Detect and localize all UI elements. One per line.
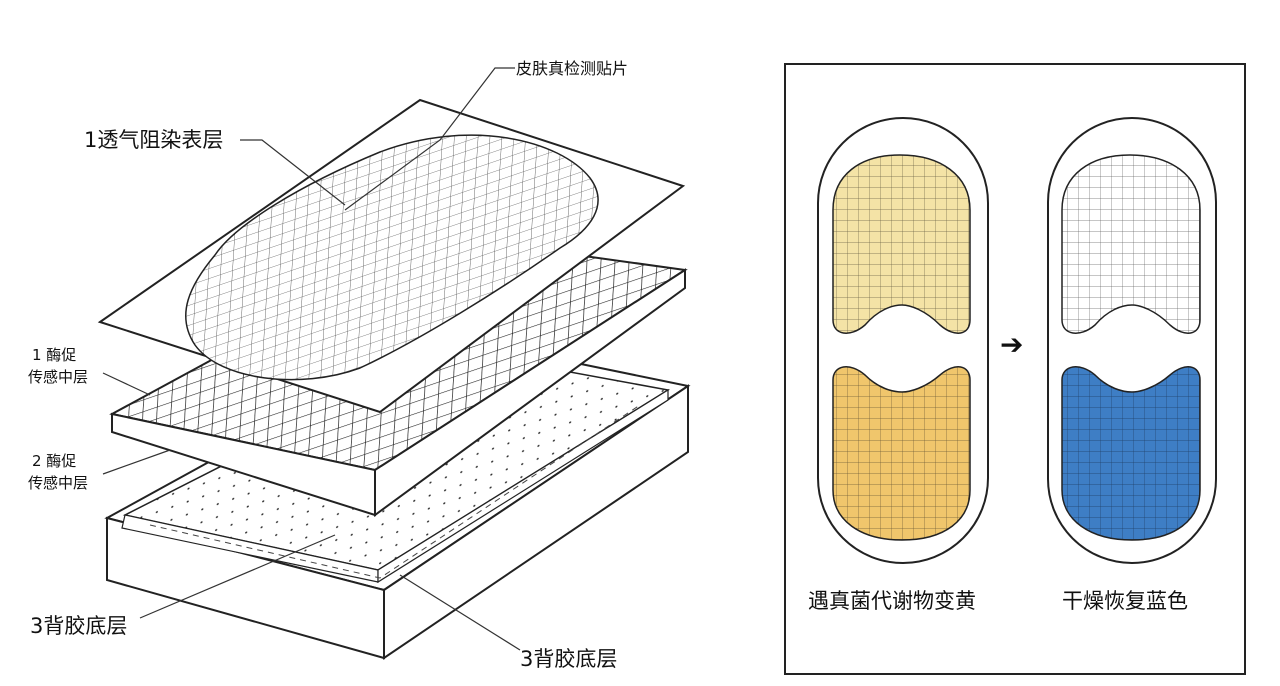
after-capsule (1047, 117, 1217, 564)
after-bottom-pad (1061, 366, 1201, 541)
after-top-pad (1061, 154, 1201, 334)
layer1-label: 1透气阻染表层 (84, 128, 223, 152)
before-caption: 遇真菌代谢物变黄 (808, 589, 976, 613)
leader-lines (102, 67, 521, 651)
patch-label: 皮肤真检测贴片 (516, 59, 628, 78)
layer2a-label-line1: 1 酶促 (32, 346, 76, 364)
layer2b-label-line1: 2 酶促 (32, 452, 76, 470)
after-caption: 干燥恢复蓝色 (1062, 589, 1188, 613)
color-change-panel: ➔ 遇真菌代谢物变黄 干燥恢复蓝色 (784, 63, 1246, 675)
exploded-layer-diagram: 皮肤真检测贴片 1透气阻染表层 1 酶促 传感中层 2 酶促 传感中层 3背胶底… (28, 59, 691, 671)
detection-patch-grid (185, 134, 599, 381)
before-capsule (817, 117, 989, 564)
before-bottom-pad (832, 366, 971, 541)
layer2a-label-line2: 传感中层 (28, 368, 88, 386)
transition-arrow: ➔ (1000, 328, 1023, 361)
before-top-pad (832, 154, 971, 334)
layer2b-label-line2: 传感中层 (28, 474, 88, 492)
layer3-label-left: 3背胶底层 (30, 614, 127, 638)
layer3-label-bottom: 3背胶底层 (520, 647, 617, 671)
breathable-surface-layer (97, 98, 686, 414)
panel-frame (784, 63, 1246, 675)
